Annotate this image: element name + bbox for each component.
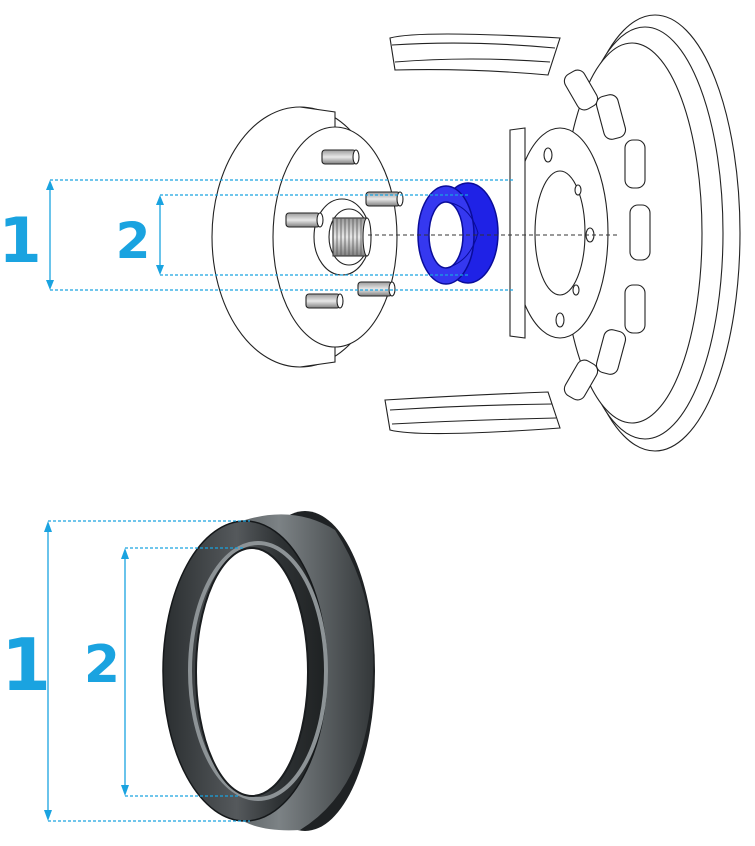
arrowhead	[44, 521, 52, 532]
label-inner-diameter-top: 2	[116, 212, 151, 270]
hub-ring-highlighted	[417, 182, 499, 285]
label-outer-diameter-top: 1	[0, 204, 42, 277]
arrowhead	[44, 810, 52, 821]
wheel-center-bore	[534, 170, 586, 296]
label-outer-diameter-bottom: 1	[1, 623, 51, 707]
spindle-thread	[332, 217, 368, 257]
arrowhead	[46, 180, 54, 190]
arrowhead	[156, 195, 164, 205]
wheel-rim	[384, 14, 741, 452]
arrowhead	[121, 548, 129, 559]
top-dimension-lines	[49, 179, 515, 291]
ring-bore	[195, 547, 309, 797]
arrowhead	[46, 280, 54, 290]
arrowhead	[121, 785, 129, 796]
hub-ring-product	[162, 511, 375, 831]
label-inner-diameter-bottom: 2	[84, 635, 120, 695]
hub-assembly	[211, 106, 404, 368]
bottom-dimension-lines	[47, 520, 250, 822]
arrowhead	[156, 265, 164, 275]
